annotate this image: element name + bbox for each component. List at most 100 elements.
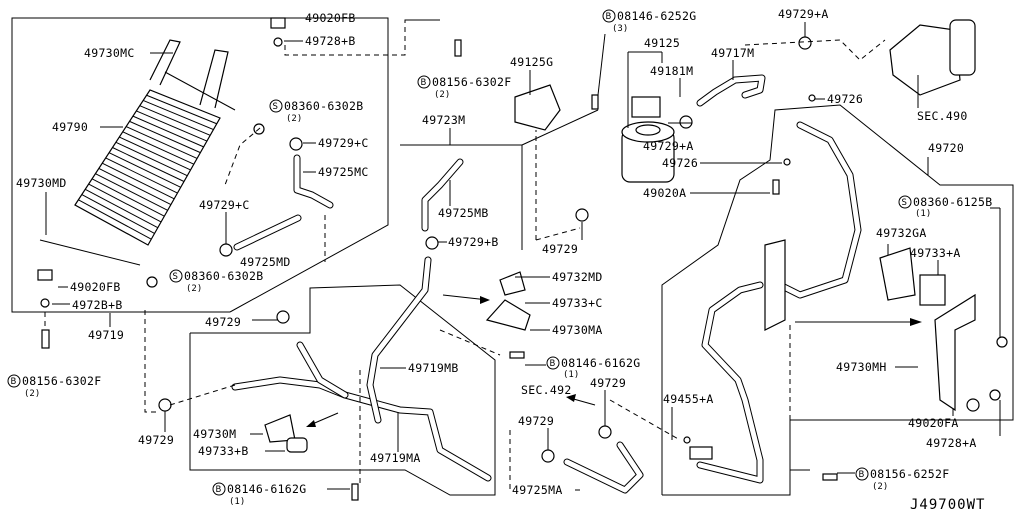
dashed-leaders bbox=[44, 19, 886, 490]
part-label[interactable]: 49729 bbox=[205, 315, 241, 329]
part-label[interactable]: 49730MA bbox=[552, 323, 603, 337]
part-label[interactable]: 49719 bbox=[88, 328, 124, 342]
part-label[interactable]: 49729 bbox=[590, 376, 626, 390]
part-label[interactable]: 49726 bbox=[827, 92, 863, 106]
arrows bbox=[306, 294, 922, 427]
quantity-label: (2) bbox=[434, 90, 450, 100]
part-label[interactable]: 49723M bbox=[422, 113, 465, 127]
bolt-icon bbox=[822, 473, 838, 481]
part-label[interactable]: 49733+B bbox=[198, 444, 249, 458]
clamp-icon bbox=[575, 208, 589, 222]
quantity-label: (1) bbox=[915, 209, 931, 219]
part-label: 08156-6302F bbox=[22, 374, 101, 388]
cooler-fin bbox=[102, 162, 175, 200]
washer-icon bbox=[808, 94, 816, 102]
clamp-icon bbox=[798, 36, 812, 50]
clamp-icon bbox=[541, 449, 555, 463]
bolt-callout[interactable]: B 08156-6302F(2) bbox=[417, 75, 511, 100]
callout-prefix: S bbox=[902, 198, 907, 208]
bolt-icon bbox=[454, 39, 462, 57]
part-label[interactable]: 49729 bbox=[138, 433, 174, 447]
part-label[interactable]: 49729+C bbox=[318, 136, 369, 150]
part-label[interactable]: 49730M bbox=[193, 427, 236, 441]
clamp-icon bbox=[425, 236, 439, 250]
part-label[interactable]: 49125 bbox=[644, 36, 680, 50]
part-label[interactable]: 49020FB bbox=[70, 280, 121, 294]
section-reference[interactable]: SEC.490 bbox=[917, 109, 968, 123]
bolt-icon bbox=[772, 179, 780, 195]
cooler-fin bbox=[108, 152, 181, 188]
part-label[interactable]: 49729 bbox=[518, 414, 554, 428]
part-label[interactable]: 49733+C bbox=[552, 296, 603, 310]
part-label[interactable]: 49719MA bbox=[370, 451, 421, 465]
part-label[interactable]: 49732GA bbox=[876, 226, 927, 240]
diagram-code: J49700WT bbox=[910, 497, 985, 512]
part-label[interactable]: 49730MD bbox=[16, 176, 67, 190]
reservoir bbox=[514, 84, 675, 183]
cooler-fin bbox=[105, 157, 178, 194]
cooler-fin bbox=[142, 99, 214, 131]
callout-prefix: B bbox=[421, 78, 427, 88]
part-label[interactable]: 49020FB bbox=[305, 11, 356, 25]
cooler-fin bbox=[139, 105, 211, 136]
part-label[interactable]: 49790 bbox=[52, 120, 88, 134]
washer-icon bbox=[273, 37, 283, 47]
part-label[interactable]: 49728+B bbox=[305, 34, 356, 48]
washer-icon bbox=[40, 298, 50, 308]
part-label[interactable]: 49725MB bbox=[438, 206, 489, 220]
bolt-icon bbox=[351, 483, 359, 501]
quantity-label: (1) bbox=[563, 370, 579, 380]
part-label[interactable]: 49730MC bbox=[84, 46, 135, 60]
part-label[interactable]: 49725MC bbox=[318, 165, 369, 179]
clamp-icon bbox=[219, 243, 233, 257]
grommet-icon bbox=[270, 17, 286, 29]
part-label[interactable]: 49020A bbox=[643, 186, 686, 200]
callout-prefix: S bbox=[273, 102, 278, 112]
part-label[interactable]: 49729+B bbox=[448, 235, 499, 249]
cooler-fin bbox=[78, 199, 152, 240]
part-label[interactable]: 49720 bbox=[928, 141, 964, 155]
section-reference[interactable]: SEC.492 bbox=[521, 383, 572, 397]
part-label[interactable]: 49719MB bbox=[408, 361, 459, 375]
part-label[interactable]: 49729 bbox=[542, 242, 578, 256]
part-label[interactable]: 49728+A bbox=[926, 436, 977, 450]
cooler-fin bbox=[98, 167, 172, 206]
part-label: 08146-6162G bbox=[227, 482, 306, 496]
part-label[interactable]: 49729+C bbox=[199, 198, 250, 212]
clamp-icon bbox=[289, 137, 303, 151]
quantity-label: (2) bbox=[286, 114, 302, 124]
part-label[interactable]: 4972B+B bbox=[72, 298, 123, 312]
clamp-icon bbox=[276, 310, 290, 324]
part-label[interactable]: 49730MH bbox=[836, 360, 887, 374]
part-label[interactable]: 49455+A bbox=[663, 392, 714, 406]
part-label[interactable]: 49725MA bbox=[512, 483, 563, 497]
part-label[interactable]: 49181M bbox=[650, 64, 693, 78]
part-label[interactable]: 49717M bbox=[711, 46, 754, 60]
cooler-fin bbox=[95, 173, 168, 211]
clamp-icon bbox=[679, 115, 693, 129]
part-label[interactable]: 49729+A bbox=[643, 139, 694, 153]
part-label[interactable]: 49725MD bbox=[240, 255, 291, 269]
callout-prefix: B bbox=[11, 377, 17, 387]
part-label: 08156-6302F bbox=[432, 75, 511, 89]
part-label[interactable]: 49729+A bbox=[778, 7, 829, 21]
part-label[interactable]: 49020FA bbox=[908, 416, 959, 430]
clamp-icon bbox=[598, 425, 612, 439]
part-label[interactable]: 49125G bbox=[510, 55, 553, 69]
cooler-fin bbox=[129, 120, 201, 154]
part-label[interactable]: 49726 bbox=[662, 156, 698, 170]
part-label[interactable]: 49732MD bbox=[552, 270, 603, 284]
group-outlines bbox=[11, 17, 1014, 496]
quantity-label: (2) bbox=[872, 482, 888, 492]
part-label[interactable]: 49733+A bbox=[910, 246, 961, 260]
